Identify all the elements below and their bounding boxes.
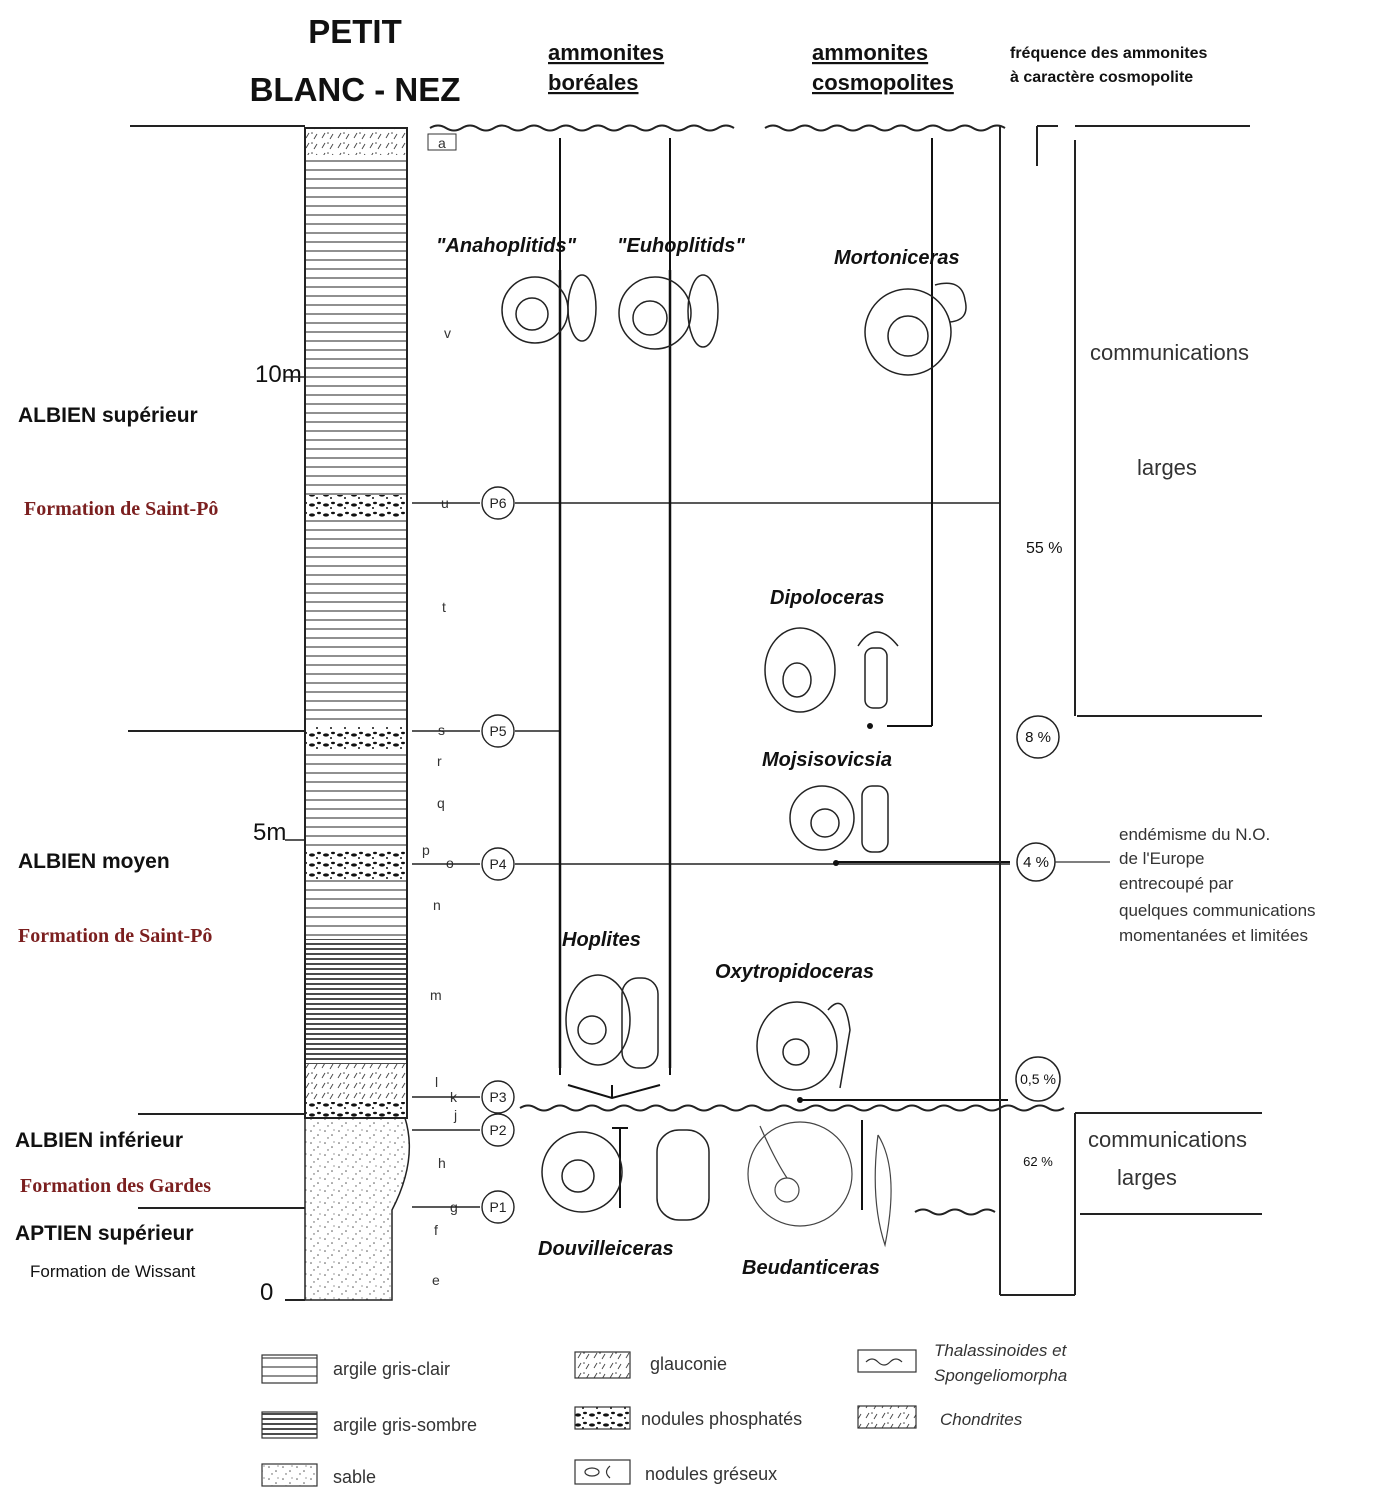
comm-middle-5: momentanées et limitées [1119,926,1308,945]
bed-l: l [435,1074,438,1090]
stage-aptien-sup: APTIEN supérieur [15,1222,194,1245]
lithologic-column [285,127,411,1301]
bed-q: q [437,795,445,811]
ammonite-hoplites [565,974,659,1069]
ammonite-beudanticeras [747,1121,892,1248]
freq-62: 62 % [1023,1154,1053,1169]
legend-glauconie: glauconie [650,1354,727,1374]
legend-sable: sable [333,1467,376,1487]
level-P3: P3 [489,1089,506,1105]
taxon-euhoplitids: "Euhoplitids" [617,235,745,257]
scale-0: 0 [260,1279,273,1306]
level-dot [867,723,873,729]
formation-saint-po-1: Formation de Saint-Pô [24,498,218,520]
taxon-beudanticeras: Beudanticeras [742,1257,880,1279]
title-line1: PETIT [308,13,402,50]
formation-saint-po-2: Formation de Saint-Pô [18,925,212,947]
formation-gardes: Formation des Gardes [20,1175,211,1197]
taxon-dipoloceras: Dipoloceras [770,587,884,609]
level-dot [797,1097,803,1103]
legend-argile-clair: argile gris-clair [333,1359,450,1379]
bed-e: e [432,1272,440,1288]
scale-10m: 10m [255,361,302,388]
header-cosmo-2: cosmopolites [812,70,954,95]
ammonite-mojsisovicsia [789,785,889,853]
comm-middle-1: endémisme du N.O. [1119,825,1270,844]
taxon-anahoplitids: "Anahoplitids" [436,235,577,257]
bed-h: h [438,1155,446,1171]
bed-r: r [437,753,442,769]
ammonite-douvilleiceras [541,1129,710,1221]
taxon-mortoniceras: Mortoniceras [834,247,960,269]
ammonite-anahoplitid [501,274,597,344]
header-cosmo-1: ammonites [812,40,928,65]
level-P1: P1 [489,1199,506,1215]
header-freq-2: à caractère cosmopolite [1010,69,1193,86]
bed-letters: a v u t s r q p o n m l k j h g f e [422,135,458,1288]
level-P5: P5 [489,723,506,739]
level-P2: P2 [489,1122,506,1138]
legend-nodules-gres: nodules gréseux [645,1464,777,1484]
legend-thalassinoides-1: Thalassinoides et [934,1341,1068,1360]
header-freq-1: fréquence des ammonites [1010,45,1208,62]
stage-albien-sup: ALBIEN supérieur [18,404,198,427]
phosphate-markers [412,486,1010,1224]
comm-upper-1: communications [1090,340,1249,365]
bed-a: a [438,135,446,151]
legend-chondrites: Chondrites [940,1410,1023,1429]
ammonite-euhoplitid [618,274,719,350]
taxon-hoplites: Hoplites [562,929,641,951]
bed-p: p [422,842,430,858]
legend-thalassinoides-2: Spongeliomorpha [934,1366,1067,1385]
comm-middle-3: entrecoupé par [1119,874,1234,893]
comm-lower-1: communications [1088,1127,1247,1152]
comm-upper-2: larges [1137,455,1197,480]
range-lines [558,138,1010,1210]
level-P4: P4 [489,856,506,872]
legend: argile gris-clair argile gris-sombre sab… [261,1341,1068,1487]
level-P6: P6 [489,495,506,511]
scale-5m: 5m [253,819,286,846]
formation-wissant: Formation de Wissant [30,1262,196,1281]
freq-8: 8 % [1025,729,1051,746]
bed-v: v [444,325,451,341]
header-boreal-1: ammonites [548,40,664,65]
level-dot [833,860,839,866]
bed-o: o [446,855,454,871]
legend-nodules-phos: nodules phosphatés [641,1409,802,1429]
freq-55: 55 % [1026,540,1062,557]
bed-f: f [434,1222,438,1238]
ammonite-dipoloceras [764,627,899,713]
taxon-oxytropidoceras: Oxytropidoceras [715,961,874,983]
legend-argile-sombre: argile gris-sombre [333,1415,477,1435]
frequency-markers [1015,715,1061,1102]
bed-m: m [430,987,442,1003]
ammonite-oxytropidoceras [756,1001,851,1091]
bed-s: s [438,722,445,738]
bed-j: j [453,1107,457,1123]
taxon-mojsisovicsia: Mojsisovicsia [762,749,892,771]
taxon-douvilleiceras: Douvilleiceras [538,1238,674,1260]
comm-lower-2: larges [1117,1165,1177,1190]
boundary-lines [128,124,1262,1216]
stage-albien-inf: ALBIEN inférieur [15,1129,183,1152]
comm-middle-2: de l'Europe [1119,849,1204,868]
stage-albien-moyen: ALBIEN moyen [18,850,170,873]
bed-t: t [442,599,446,615]
frequency-bar [999,125,1076,1296]
title-line2: BLANC - NEZ [250,71,461,108]
bed-n: n [433,897,441,913]
freq-4: 4 % [1023,854,1049,871]
freq-05: 0,5 % [1020,1071,1056,1087]
comm-middle-4: quelques communications [1119,901,1316,920]
comm-middle: endémisme du N.O. de l'Europe entrecoupé… [1119,825,1316,945]
header-boreal-2: boréales [548,70,639,95]
ammonite-mortoniceras [864,282,967,376]
